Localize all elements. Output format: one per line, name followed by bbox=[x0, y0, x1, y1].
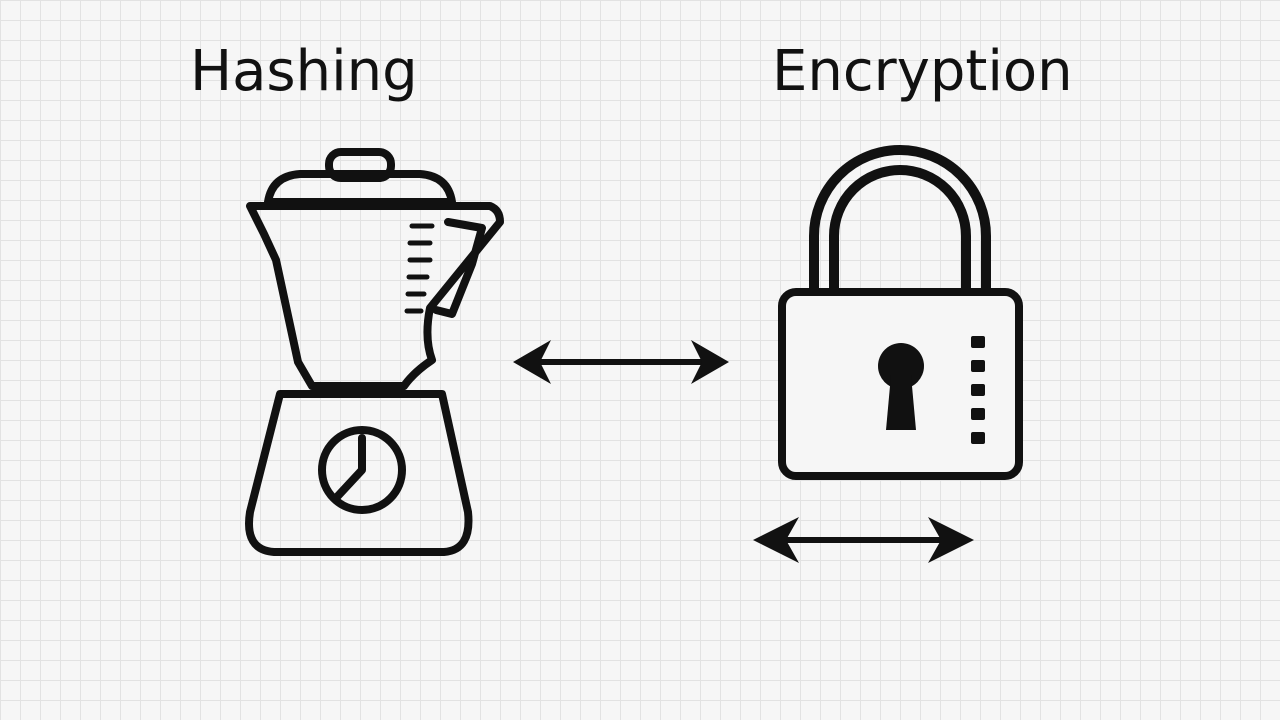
blender-handle bbox=[432, 218, 486, 318]
padlock-shackle bbox=[809, 145, 991, 297]
blender-jar bbox=[246, 202, 504, 390]
padlock-dots bbox=[971, 336, 985, 444]
bottom-double-arrow-icon bbox=[753, 517, 974, 563]
blender-base bbox=[245, 390, 473, 556]
blender-dial bbox=[318, 426, 406, 514]
blender-lid bbox=[264, 170, 456, 206]
blender-icon bbox=[245, 148, 504, 556]
middle-double-arrow-icon bbox=[513, 340, 729, 384]
blender-measure-marks bbox=[404, 223, 435, 314]
padlock-shackle-inner bbox=[829, 165, 971, 297]
hashing-title: Hashing bbox=[190, 39, 418, 104]
blender-dial-pointer bbox=[332, 434, 366, 502]
padlock-icon bbox=[778, 145, 1023, 480]
keyhole-icon bbox=[878, 343, 924, 430]
encryption-title: Encryption bbox=[772, 39, 1073, 104]
